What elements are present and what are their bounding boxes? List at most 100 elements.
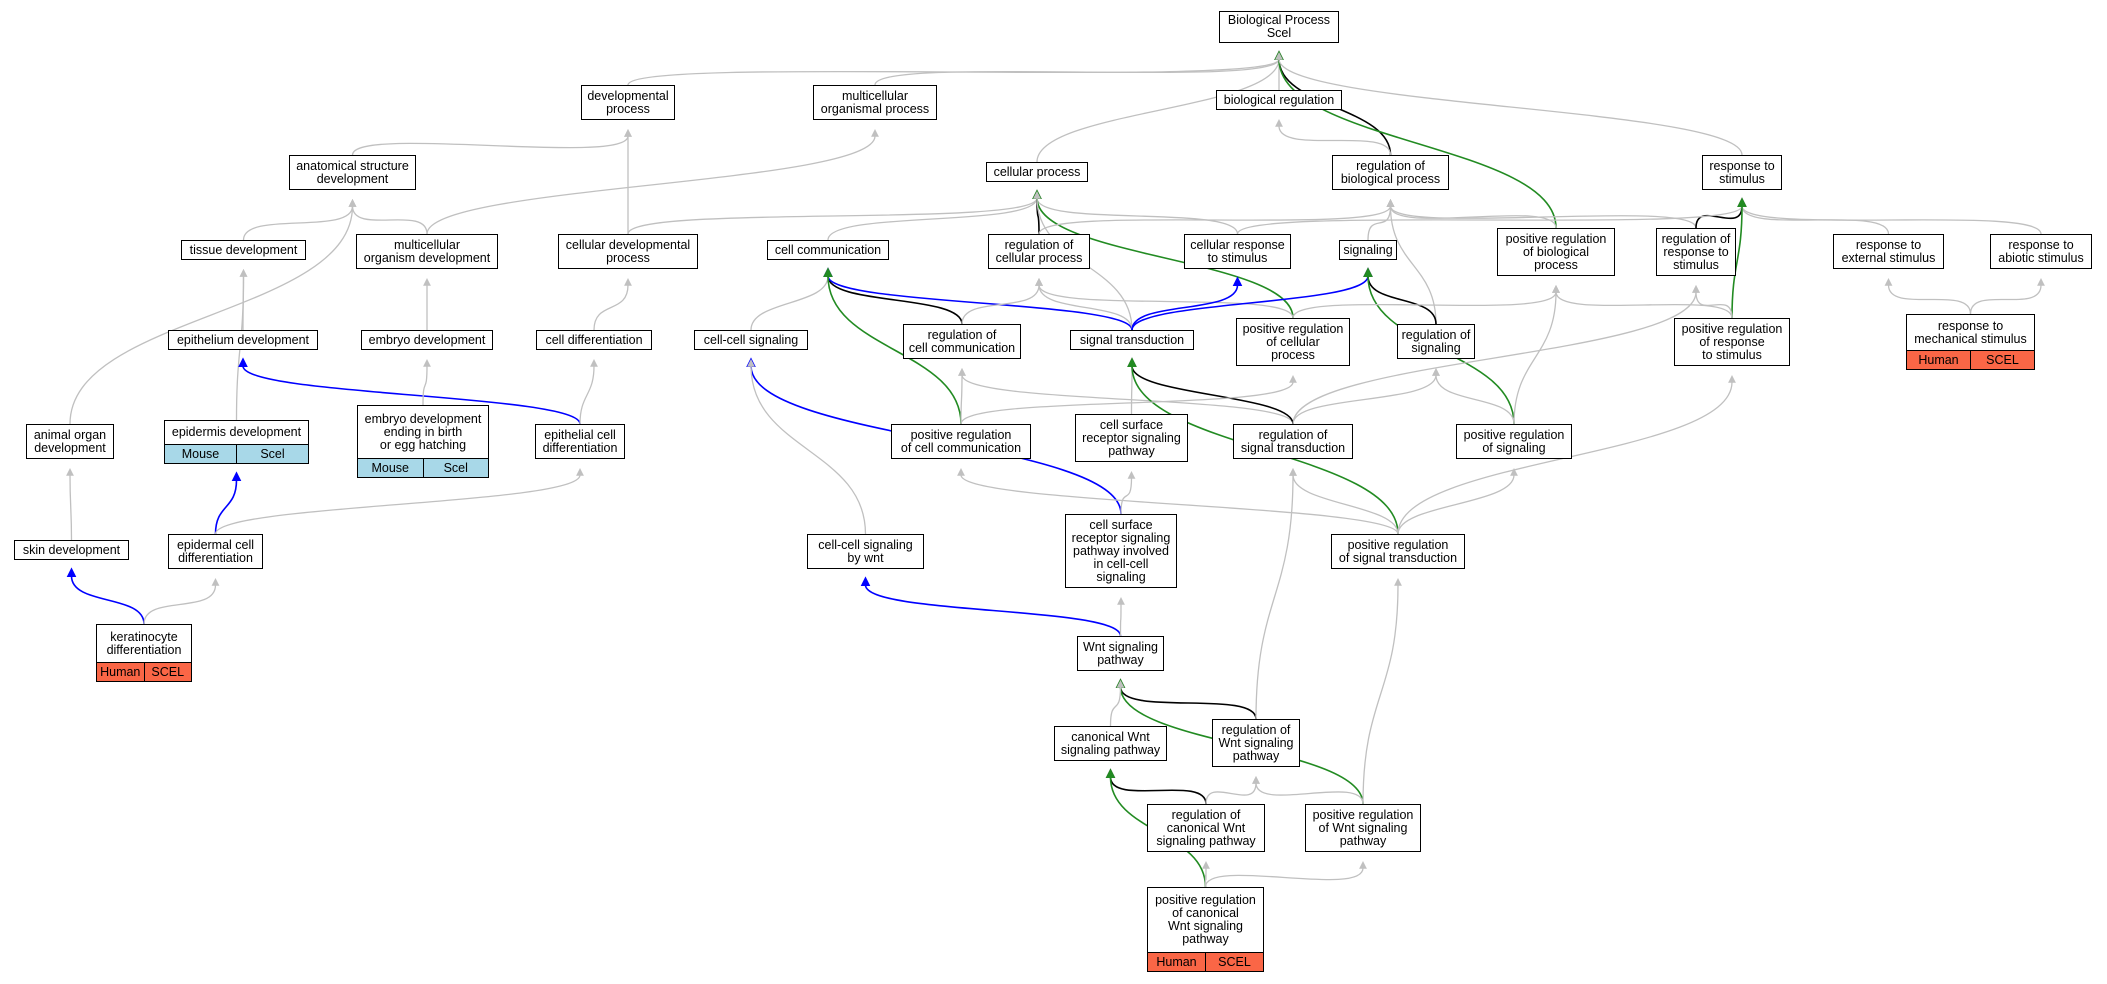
edge-posregwnt-to-regwnt (1252, 775, 1364, 805)
edge-posregcomm-to-regcomm (958, 367, 966, 425)
go-term-node-posregbp[interactable]: positive regulation of biological proces… (1497, 228, 1615, 276)
edge-regsig-to-signaling (1363, 267, 1437, 325)
go-term-label: animal organ development (33, 427, 107, 455)
go-term-label: epithelium development (176, 332, 310, 347)
edge-animorg-to-anatdev (69, 198, 357, 425)
go-term-node-epidev[interactable]: epithelium development (168, 330, 318, 350)
edge-regresp-to-respstim (1695, 197, 1747, 229)
edge-signaling-to-regbp (1367, 198, 1395, 241)
edge-epidcell-to-epiddev (214, 471, 242, 535)
edge-posregcanwnt-to-regcanwnt (1202, 860, 1210, 888)
go-term-label: cellular process (993, 164, 1081, 179)
go-term-label: biological regulation (1223, 92, 1335, 107)
go-term-node-regcanwnt[interactable]: regulation of canonical Wnt signaling pa… (1147, 804, 1265, 852)
go-term-node-multiorg[interactable]: multicellular organismal process (813, 85, 937, 120)
edge-posregresp-to-respstim (1731, 197, 1747, 319)
species-tag: Scel (422, 459, 488, 477)
go-term-node-canwnt[interactable]: canonical Wnt signaling pathway (1054, 726, 1167, 761)
go-term-node-csrsp[interactable]: cell surface receptor signaling pathway (1075, 414, 1188, 462)
go-term-node-ccsig[interactable]: cell-cell signaling (694, 330, 808, 350)
go-term-node-embdev[interactable]: embryo development (361, 330, 493, 350)
go-term-node-bp[interactable]: Biological Process Scel (1219, 11, 1339, 43)
go-term-label: epithelial cell differentiation (542, 427, 618, 455)
go-term-node-signaling[interactable]: signaling (1339, 240, 1397, 260)
edge-csrspcc-to-csrsp (1120, 470, 1136, 515)
go-term-node-wnt[interactable]: Wnt signaling pathway (1077, 636, 1164, 671)
edge-celldiff-to-celldevproc (593, 277, 632, 331)
go-term-label: epidermis development (171, 425, 302, 439)
go-term-node-regcomm[interactable]: regulation of cell communication (903, 324, 1021, 359)
go-term-node-posregwnt[interactable]: positive regulation of Wnt signaling pat… (1305, 804, 1421, 852)
species-tag: Human (97, 663, 144, 681)
go-term-node-posregcell[interactable]: positive regulation of cellular process (1236, 318, 1350, 366)
edge-multiorgdev-to-anatdev (348, 198, 428, 235)
go-term-node-bioreg[interactable]: biological regulation (1216, 90, 1342, 110)
go-term-node-regsigtrans[interactable]: regulation of signal transduction (1233, 424, 1353, 459)
edge-multiorgdev-to-multiorg (426, 128, 879, 235)
go-term-node-respstim[interactable]: response to stimulus (1702, 155, 1782, 190)
go-term-node-epicelldiff[interactable]: epithelial cell differentiation (535, 424, 625, 459)
edge-regcellproc-to-regbp (1038, 198, 1395, 235)
go-term-node-celldevproc[interactable]: cellular developmental process (558, 234, 698, 269)
edge-posregcell-to-cellproc (1032, 189, 1294, 319)
go-term-label: Biological Process Scel (1227, 13, 1331, 40)
go-term-node-devproc[interactable]: developmental process (581, 85, 675, 120)
edge-respmech-to-respext (1884, 277, 1972, 315)
go-term-label: regulation of cellular process (995, 237, 1083, 265)
go-term-node-animorg[interactable]: animal organ development (26, 424, 114, 459)
go-term-node-posregcanwnt[interactable]: positive regulation of canonical Wnt sig… (1147, 887, 1264, 972)
go-term-label: regulation of signal transduction (1240, 427, 1346, 455)
edge-sigtrans-to-cellresp (1131, 276, 1243, 331)
go-term-node-posregcomm[interactable]: positive regulation of cell communicatio… (891, 424, 1031, 459)
edge-tissuedev-to-anatdev (242, 198, 357, 241)
go-term-node-celldiff[interactable]: cell differentiation (536, 330, 652, 350)
edge-posregcell-to-posregbp (1292, 284, 1560, 319)
go-term-node-respext[interactable]: response to external stimulus (1833, 234, 1944, 269)
edge-wnt-to-csrspcc (1117, 596, 1125, 637)
go-term-node-multiorgdev[interactable]: multicellular organism development (356, 234, 498, 269)
go-term-node-ccwnt[interactable]: cell-cell signaling by wnt (807, 534, 924, 569)
species-tag: Mouse (165, 445, 236, 463)
edge-posregresp-to-regresp (1692, 284, 1733, 319)
go-term-node-regcellproc[interactable]: regulation of cellular process (988, 234, 1090, 269)
go-term-node-cellresp[interactable]: cellular response to stimulus (1184, 234, 1291, 269)
edge-posregbp-to-bp (1274, 50, 1557, 229)
go-term-label: skin development (22, 542, 121, 557)
edge-posregcomm-to-posregcell (960, 374, 1297, 425)
go-term-node-epidcell[interactable]: epidermal cell differentiation (168, 534, 263, 569)
edge-posregcomm-to-cellcomm (823, 267, 962, 425)
go-term-label: positive regulation of canonical Wnt sig… (1155, 893, 1256, 946)
go-term-node-embhatch[interactable]: embryo development ending in birth or eg… (357, 405, 489, 478)
go-term-node-tissuedev[interactable]: tissue development (181, 240, 306, 260)
go-term-node-posregresp[interactable]: positive regulation of response to stimu… (1674, 318, 1790, 366)
edge-respmech-to-respabio (1969, 277, 2045, 315)
go-term-label: signal transduction (1079, 332, 1185, 347)
go-term-node-posregsig[interactable]: positive regulation of signaling (1456, 424, 1572, 459)
go-term-label: response to mechanical stimulus (1914, 318, 2027, 346)
go-term-node-regsig[interactable]: regulation of signaling (1397, 324, 1475, 359)
go-term-node-posregsigtrans[interactable]: positive regulation of signal transducti… (1331, 534, 1465, 569)
go-term-node-regbp[interactable]: regulation of biological process (1332, 155, 1449, 190)
go-term-node-skindev[interactable]: skin development (14, 540, 129, 560)
go-term-node-cellproc[interactable]: cellular process (986, 162, 1088, 182)
go-term-node-respabio[interactable]: response to abiotic stimulus (1990, 234, 2092, 269)
go-term-node-regwnt[interactable]: regulation of Wnt signaling pathway (1212, 719, 1300, 767)
go-term-node-anatdev[interactable]: anatomical structure development (289, 155, 416, 190)
edge-sigtrans-to-cellcomm (823, 267, 1133, 331)
go-term-label: signaling (1343, 242, 1393, 257)
go-term-node-cellcomm[interactable]: cell communication (767, 240, 889, 260)
go-term-node-sigtrans[interactable]: signal transduction (1070, 330, 1194, 350)
go-term-label: positive regulation of cell communicatio… (900, 427, 1022, 455)
go-term-node-regresp[interactable]: regulation of response to stimulus (1656, 228, 1736, 276)
go-term-node-csrspcc[interactable]: cell surface receptor signaling pathway … (1065, 514, 1177, 588)
go-term-label: embryo development ending in birth or eg… (364, 411, 482, 452)
edge-epidcell-to-epicelldiff (214, 467, 584, 535)
go-term-label: cellular response to stimulus (1190, 237, 1285, 265)
edge-posregsigtrans-to-regsigtrans (1289, 467, 1399, 535)
go-term-label: anatomical structure development (296, 158, 409, 186)
